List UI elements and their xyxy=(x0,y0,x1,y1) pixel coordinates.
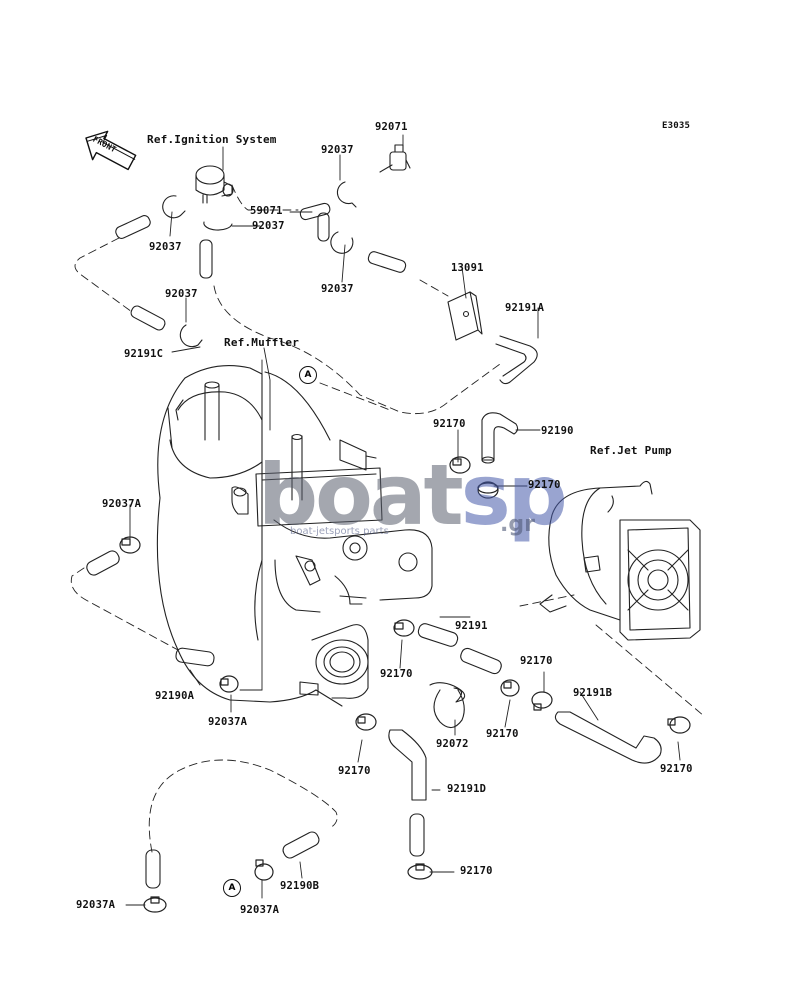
ref-jet-pump: Ref.Jet Pump xyxy=(590,444,672,457)
part-label: 92037 xyxy=(321,283,354,295)
muffler-body xyxy=(156,365,433,707)
part-label: 92037 xyxy=(252,220,285,232)
hose-92191a xyxy=(495,335,538,385)
part-label: 92037A xyxy=(240,904,280,916)
jet-pump-body xyxy=(539,480,701,641)
part-label: 92071 xyxy=(375,121,408,133)
fitting-icon xyxy=(379,144,411,173)
part-label: 92072 xyxy=(436,738,469,750)
part-label: 92037A xyxy=(208,716,248,728)
ignition-connector-icon xyxy=(195,165,234,204)
part-label: 92191C xyxy=(124,348,164,360)
part-label: 92170 xyxy=(520,655,553,667)
part-label: 92037 xyxy=(149,241,182,253)
hose-piece-icon xyxy=(86,412,662,889)
damper-block-icon xyxy=(447,291,483,341)
part-label: 92170 xyxy=(486,728,519,740)
part-label: 92191B xyxy=(573,687,613,699)
part-label: 92190 xyxy=(541,425,574,437)
part-label: 13091 xyxy=(451,262,484,274)
part-label: 59071 xyxy=(250,205,283,217)
part-label: 92191A xyxy=(505,302,545,314)
part-label: 92170 xyxy=(660,763,693,775)
callout-a-top: A xyxy=(299,366,317,384)
part-label: 92191 xyxy=(455,620,488,632)
hose-clamp-icon xyxy=(119,456,691,913)
part-label: 92190B xyxy=(280,880,320,892)
front-arrow-icon xyxy=(85,130,137,171)
clip-ring-icon xyxy=(162,181,357,348)
part-label: 92037A xyxy=(76,899,116,911)
callout-a-bottom: A xyxy=(223,879,241,897)
part-label: 92170 xyxy=(380,668,413,680)
diagram-code: E3035 xyxy=(662,121,691,131)
part-label: 92037 xyxy=(321,144,354,156)
ref-ignition-system: Ref.Ignition System xyxy=(147,133,277,146)
part-label: 92170 xyxy=(338,765,371,777)
part-label: 92037 xyxy=(165,288,198,300)
hose-piece-icon xyxy=(115,202,407,331)
part-label: 92170 xyxy=(460,865,493,877)
part-label: 92037A xyxy=(102,498,142,510)
part-label: 92190A xyxy=(155,690,195,702)
ref-muffler: Ref.Muffler xyxy=(224,336,300,349)
part-label: 92170 xyxy=(528,479,561,491)
part-label: 92191D xyxy=(447,783,487,795)
part-label: 92170 xyxy=(433,418,466,430)
